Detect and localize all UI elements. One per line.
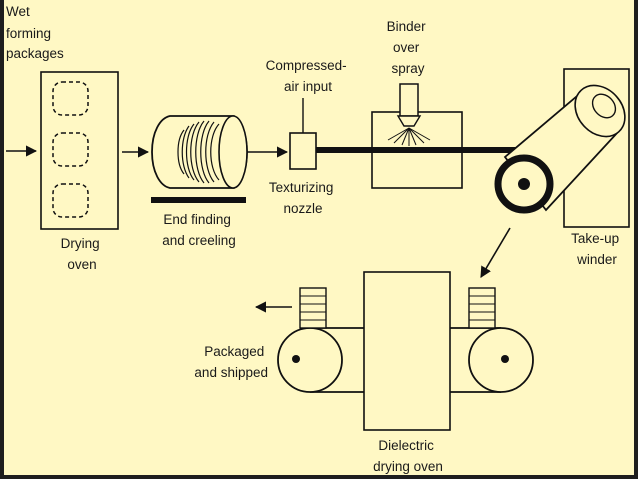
wet-package-3	[52, 183, 89, 218]
dielectric-oven-box	[363, 271, 451, 431]
label-binder-spray: Binder over spray	[387, 19, 430, 76]
package-stack-left	[299, 287, 327, 329]
package-stack-right	[468, 287, 496, 329]
label-end-finding: End finding and creeling	[162, 212, 236, 248]
label-packaged-shipped: Packaged and shipped	[194, 344, 268, 380]
winder-to-conveyor-arrow	[480, 227, 511, 278]
label-drying-oven: Drying oven	[61, 236, 104, 272]
label-compressed-air: Compressed- air input	[266, 58, 351, 94]
spray-nozzle	[387, 83, 431, 146]
label-dielectric-oven: Dielectric drying oven	[373, 438, 443, 474]
frame-bottom	[0, 475, 638, 479]
label-texturizing-nozzle: Texturizing nozzle	[269, 180, 337, 216]
creel-package	[151, 115, 248, 189]
wet-package-1	[52, 81, 89, 116]
label-wet-forming-packages: Wet forming packages	[6, 4, 64, 61]
drying-oven-box	[40, 71, 119, 230]
label-take-up-winder: Take-up winder	[571, 231, 623, 267]
take-up-winder	[494, 84, 626, 214]
frame-right	[634, 0, 638, 479]
end-finding-bar	[151, 197, 246, 203]
texturizing-nozzle	[289, 132, 317, 170]
wet-package-2	[52, 132, 89, 167]
frame-left	[0, 0, 4, 479]
